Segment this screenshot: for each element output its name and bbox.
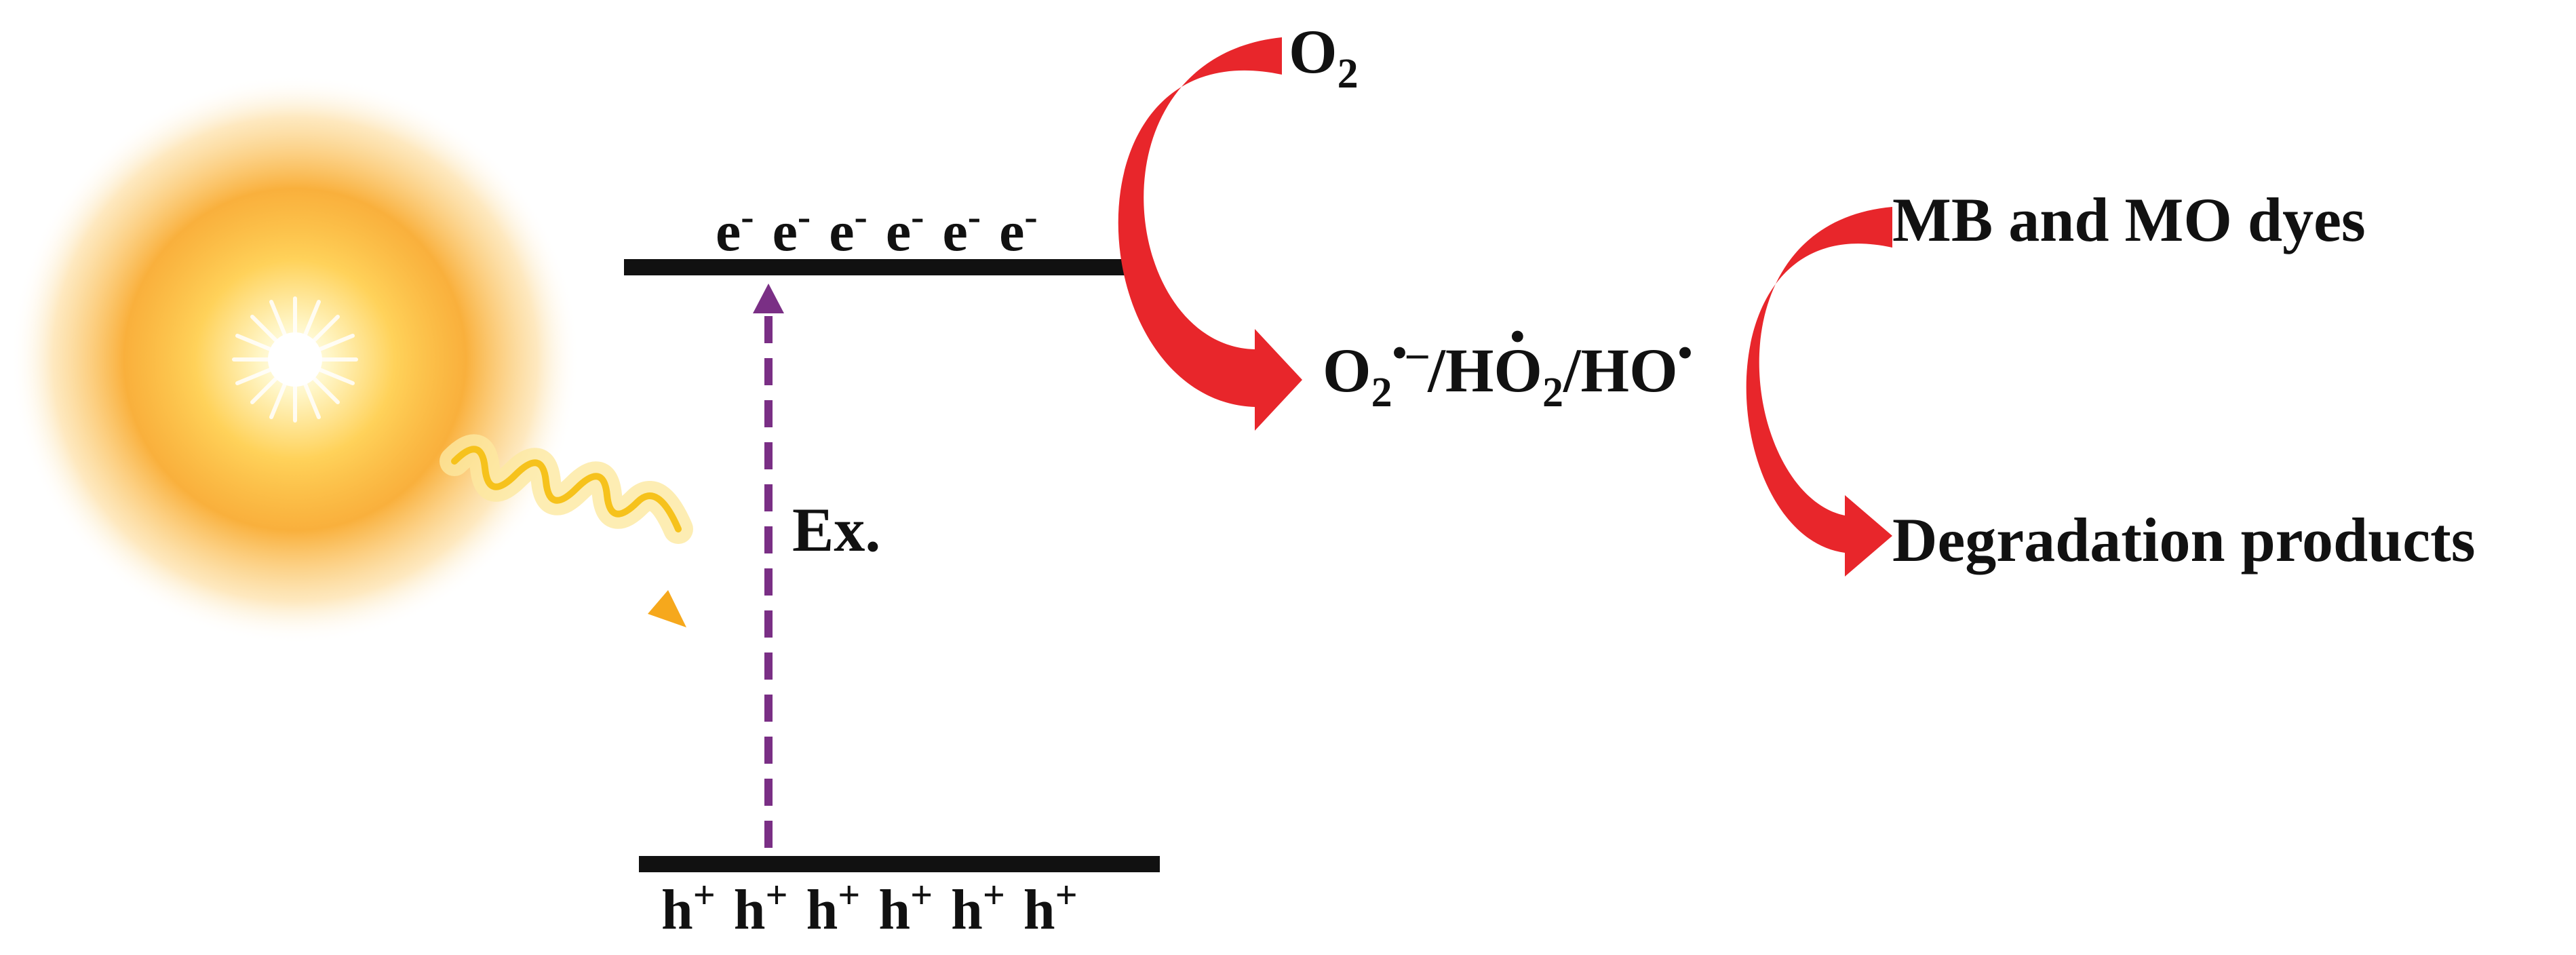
oxygen-label: O2 xyxy=(1289,17,1359,97)
dyes-label: MB and MO dyes xyxy=(1892,185,2366,254)
electrons-label: e- e- e- e- e- e- xyxy=(716,195,1038,263)
reaction-arrow-dyes xyxy=(1746,207,1892,577)
sun-icon xyxy=(10,75,580,644)
reaction-arrow-oxygen xyxy=(1118,37,1302,431)
products-label: Degradation products xyxy=(1892,505,2476,574)
excitation-arrow xyxy=(753,284,784,848)
radicals-label: O2•–/HO•2/HO• xyxy=(1323,314,1693,416)
conduction-band xyxy=(624,259,1145,275)
holes-label: h+ h+ h+ h+ h+ h+ xyxy=(661,873,1078,941)
light-wave-icon xyxy=(440,434,693,627)
valence-band xyxy=(639,856,1160,872)
excitation-label: Ex. xyxy=(792,495,881,564)
